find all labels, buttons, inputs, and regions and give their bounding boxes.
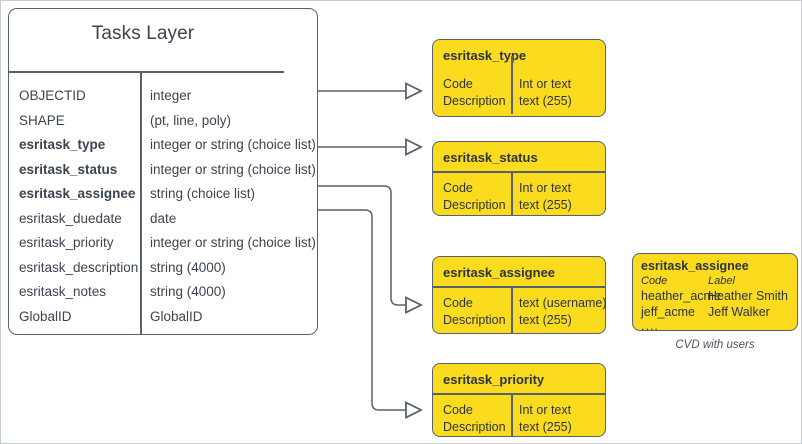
table-row[interactable]: esritask_status integer or string (choic… [9, 158, 317, 183]
user-label: Heather Smith [708, 289, 788, 303]
table-row[interactable]: GlobalID GlobalID [9, 305, 317, 330]
user-code: jeff_acme [641, 305, 695, 319]
connector-assignee [318, 185, 421, 305]
table-row[interactable]: esritask_duedate date [9, 207, 317, 232]
users-header-label: Label [708, 275, 735, 287]
users-code-column: heather_acme jeff_acme [641, 288, 721, 320]
table-row[interactable]: SHAPE (pt, line, poly) [9, 109, 317, 134]
field-name: esritask_duedate [19, 210, 122, 226]
domain-table-esritask-status[interactable]: esritask_status Code Description Int or … [432, 141, 606, 216]
domain-type-values: Int or text text (255) [519, 402, 572, 436]
code-label: Code [443, 181, 473, 195]
field-name: esritask_priority [19, 235, 114, 250]
description-label: Description [443, 198, 506, 212]
description-type: text (255) [519, 198, 572, 212]
field-name: esritask_type [19, 137, 106, 152]
user-label: Jeff Walker [708, 305, 770, 319]
table-row[interactable]: esritask_assignee string (choice list) [9, 182, 317, 207]
description-label: Description [443, 94, 506, 108]
code-type: Int or text [519, 77, 572, 91]
connector-priority [318, 209, 421, 410]
field-type: integer or string (choice list) [150, 161, 316, 177]
field-type: integer or string (choice list) [150, 137, 316, 152]
field-name: esritask_assignee [19, 186, 136, 201]
user-code: heather_acme [641, 289, 721, 303]
field-type: string (choice list) [150, 186, 256, 201]
domain-title-divider [432, 171, 606, 173]
domain-title-divider [432, 393, 606, 395]
domain-table-title: esritask_priority [443, 372, 545, 387]
table-row[interactable]: OBJECTID integer [9, 84, 317, 109]
description-type: text (255) [519, 94, 572, 108]
description-label: Description [443, 313, 506, 327]
code-label: Code [443, 403, 473, 417]
domain-table-esritask-priority[interactable]: esritask_priority Code Description Int o… [432, 363, 606, 437]
table-row[interactable]: esritask_priority integer or string (cho… [9, 231, 317, 256]
column-divider [140, 73, 142, 334]
field-type: date [150, 210, 177, 226]
field-name: OBJECTID [19, 88, 86, 103]
table-row[interactable]: esritask_type integer or string (choice … [9, 133, 317, 158]
field-type: string (4000) [150, 284, 226, 299]
domain-table-title: esritask_type [443, 48, 527, 63]
field-type: integer or string (choice list) [150, 235, 316, 250]
description-type: text (255) [519, 420, 572, 434]
users-example-table[interactable]: esritask_assignee Code Label heather_acm… [632, 253, 798, 333]
users-example-caption: CVD with users [675, 339, 755, 351]
domain-column-divider [511, 393, 513, 437]
code-type: Int or text [519, 403, 572, 417]
entity-tasks-layer[interactable]: Tasks Layer OBJECTID integer SHAPE (pt, … [8, 8, 318, 335]
domain-code-labels: Code Description [443, 402, 506, 436]
entity-title: Tasks Layer [91, 23, 195, 44]
field-type: integer [150, 88, 192, 103]
domain-table-title: esritask_status [443, 150, 538, 165]
domain-code-labels: Code Description [443, 295, 506, 329]
domain-title-divider [432, 286, 606, 288]
domain-column-divider [511, 56, 513, 114]
users-example-title: esritask_assignee [641, 259, 749, 273]
code-type: Int or text [519, 181, 572, 195]
description-type: text (255) [519, 313, 572, 327]
users-header-code: Code [641, 275, 668, 287]
field-type: (pt, line, poly) [150, 112, 232, 128]
domain-column-divider [511, 171, 513, 216]
code-label: Code [443, 77, 473, 91]
users-label-column: Heather Smith Jeff Walker [708, 288, 788, 320]
domain-code-labels: Code Description [443, 180, 506, 214]
table-row[interactable]: esritask_description string (4000) [9, 256, 317, 281]
code-type: text (username) [519, 296, 607, 310]
field-name: esritask_status [19, 161, 118, 177]
domain-table-esritask-type[interactable]: esritask_type Code Description Int or te… [432, 39, 606, 117]
domain-type-values: text (username) text (255) [519, 295, 607, 329]
field-name: GlobalID [19, 308, 72, 324]
field-rows: OBJECTID integer SHAPE (pt, line, poly) … [9, 84, 317, 329]
field-name: SHAPE [19, 112, 65, 128]
users-ellipsis: .... [641, 319, 659, 333]
field-type: string (4000) [150, 259, 226, 275]
table-row[interactable]: esritask_notes string (4000) [9, 280, 317, 305]
field-name: esritask_notes [19, 284, 107, 299]
domain-type-values: Int or text text (255) [519, 180, 572, 214]
code-label: Code [443, 296, 473, 310]
field-type: GlobalID [150, 308, 203, 324]
field-name: esritask_description [19, 259, 139, 275]
title-divider [8, 71, 284, 73]
domain-table-title: esritask_assignee [443, 265, 556, 280]
description-label: Description [443, 420, 506, 434]
domain-table-esritask-assignee[interactable]: esritask_assignee Code Description text … [432, 256, 607, 334]
domain-type-values: Int or text text (255) [519, 76, 572, 110]
domain-column-divider [511, 286, 513, 334]
domain-code-labels: Code Description [443, 76, 506, 110]
